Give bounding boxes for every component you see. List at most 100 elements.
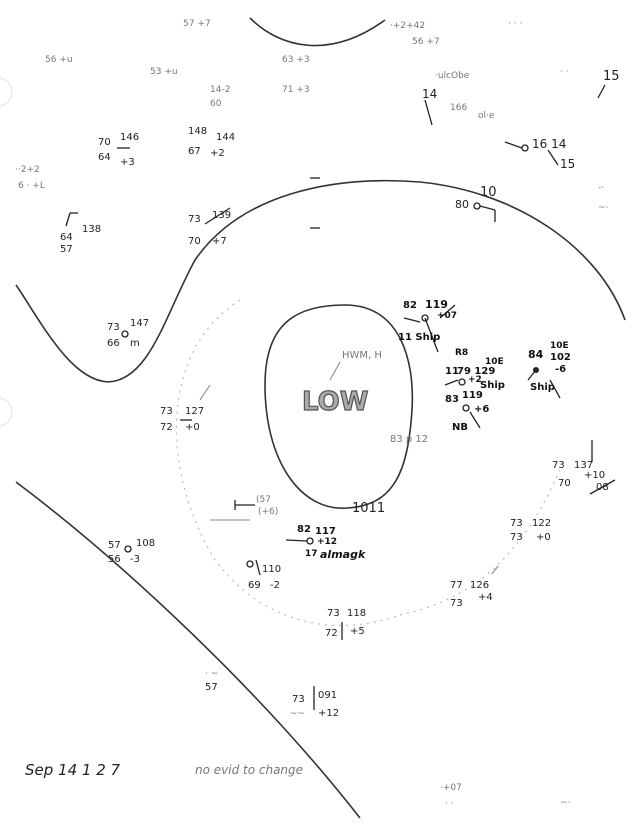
faint-ridge-line xyxy=(175,299,401,627)
isobar-inner-1011 xyxy=(264,304,414,509)
svg-text:122: 122 xyxy=(532,518,551,529)
isobar-value-label: 1011 xyxy=(352,501,385,516)
low-note-stick xyxy=(329,361,341,381)
svg-text:147: 147 xyxy=(130,318,149,329)
svg-text:73: 73 xyxy=(327,608,340,619)
svg-text:138: 138 xyxy=(82,224,101,235)
svg-text:73: 73 xyxy=(552,460,565,471)
svg-text:53 +u: 53 +u xyxy=(150,67,178,77)
svg-text:NB: NB xyxy=(452,422,468,433)
svg-text:70: 70 xyxy=(188,236,201,247)
station-upper-right: 80 10 15 14 16 14 15 xyxy=(422,69,620,222)
svg-text:-3: -3 xyxy=(130,554,140,565)
svg-text:73: 73 xyxy=(510,532,523,543)
faint-station-marks: 57 +7 56 +u 53 +u 63 +3 71 +3 14-2 60 ·+… xyxy=(15,19,608,213)
svg-text:+2: +2 xyxy=(468,375,482,385)
svg-text:· ~: · ~ xyxy=(205,669,218,679)
isobar-southern xyxy=(15,481,361,819)
svg-text:166: 166 xyxy=(450,103,467,113)
binder-holes xyxy=(0,77,13,427)
svg-text:67: 67 xyxy=(188,146,201,157)
svg-text:71 +3: 71 +3 xyxy=(282,85,310,95)
svg-text:almagk: almagk xyxy=(320,548,366,561)
low-pressure-label: 83 p 12 xyxy=(390,434,428,445)
station-w2: 64 138 57 xyxy=(60,212,101,255)
ship-report-2: R8 10E 11 79 129 +2 Ship 83 119 +6 NB xyxy=(444,348,505,433)
svg-text:· ·: · · xyxy=(445,799,454,809)
svg-text:126: 126 xyxy=(470,580,489,591)
svg-text:10E: 10E xyxy=(485,357,504,367)
svg-text:~·: ~· xyxy=(560,798,570,808)
svg-text:17: 17 xyxy=(305,549,318,559)
svg-text:+5: +5 xyxy=(350,626,365,637)
svg-text:-·: -· xyxy=(598,183,604,193)
station-s3: 73 122 73 +0 xyxy=(510,518,551,543)
svg-text:72: 72 xyxy=(325,628,338,639)
svg-text:72: 72 xyxy=(160,422,173,433)
svg-text:56 +u: 56 +u xyxy=(45,55,73,65)
svg-text:146: 146 xyxy=(120,132,139,143)
svg-text:+6: +6 xyxy=(474,404,489,415)
svg-text:10E: 10E xyxy=(550,341,569,351)
svg-text:56: 56 xyxy=(108,554,121,565)
isobar-s-curve xyxy=(15,179,626,383)
svg-text:82: 82 xyxy=(403,300,417,311)
svg-text:Ship: Ship xyxy=(480,380,505,391)
svg-text:(+6): (+6) xyxy=(258,507,278,517)
svg-text:82: 82 xyxy=(297,524,311,535)
svg-text:73: 73 xyxy=(450,598,463,609)
svg-text:R8: R8 xyxy=(455,348,468,358)
svg-text:+12: +12 xyxy=(317,537,337,547)
svg-text:15: 15 xyxy=(603,69,620,84)
svg-text:60: 60 xyxy=(210,99,222,109)
svg-text:139: 139 xyxy=(212,210,231,221)
svg-text:+3: +3 xyxy=(120,157,135,168)
svg-text:79 129: 79 129 xyxy=(457,366,495,377)
svg-text:m: m xyxy=(130,338,140,349)
svg-text:108: 108 xyxy=(136,538,155,549)
svg-text:14-2: 14-2 xyxy=(210,85,230,95)
svg-text:14: 14 xyxy=(422,87,437,101)
ship-report-1: 82 119 +07 11 Ship xyxy=(398,298,457,353)
svg-text:·+2+42: ·+2+42 xyxy=(390,21,425,31)
station-w4: 148 144 67 +2 xyxy=(188,126,235,159)
svg-text:118: 118 xyxy=(347,608,366,619)
svg-text:16 14: 16 14 xyxy=(532,137,566,151)
isobar-top-arc xyxy=(249,17,386,47)
svg-text:102: 102 xyxy=(550,352,571,363)
faint-smudges-bottom: ·+07 · · ~· xyxy=(440,783,570,809)
svg-text:·ulcObe: ·ulcObe xyxy=(435,71,470,81)
svg-text:~·: ~· xyxy=(598,203,608,213)
svg-text:+7: +7 xyxy=(212,236,227,247)
ship-report-almagk: 82 117 +12 17 almagk xyxy=(285,524,366,561)
svg-text:-2: -2 xyxy=(270,580,280,591)
svg-text:· ·: · · xyxy=(560,67,569,77)
svg-text:Ship: Ship xyxy=(530,382,555,393)
svg-text:11: 11 xyxy=(445,366,459,377)
station-s4: 73 137 70 +10 08 xyxy=(552,440,616,495)
svg-text:56 +7: 56 +7 xyxy=(412,37,440,47)
svg-text:73: 73 xyxy=(160,406,173,417)
svg-text:11 Ship: 11 Ship xyxy=(398,332,440,343)
svg-text:57: 57 xyxy=(205,682,218,693)
svg-text:80: 80 xyxy=(455,198,469,211)
svg-text:117: 117 xyxy=(315,526,336,537)
svg-text:· · ·: · · · xyxy=(508,19,522,29)
low-center-label: LOW xyxy=(302,387,368,417)
svg-text:73: 73 xyxy=(292,694,305,705)
map-footer-note: no evid to change xyxy=(195,763,303,777)
station-w3: 70 146 64 +3 xyxy=(98,132,139,168)
svg-text:110: 110 xyxy=(262,564,281,575)
svg-text:73: 73 xyxy=(510,518,523,529)
svg-text:137: 137 xyxy=(574,460,593,471)
svg-text:119: 119 xyxy=(462,390,483,401)
svg-text:+0: +0 xyxy=(185,422,200,433)
low-note: HWM, H xyxy=(342,350,382,361)
svg-text:+2: +2 xyxy=(210,148,225,159)
svg-text:70: 70 xyxy=(558,478,571,489)
svg-text:6 · +L: 6 · +L xyxy=(18,181,45,191)
svg-text:66: 66 xyxy=(107,338,120,349)
station-w1: 73 147 66 m xyxy=(107,318,149,349)
svg-text:+07: +07 xyxy=(437,311,457,321)
svg-text:77: 77 xyxy=(450,580,463,591)
